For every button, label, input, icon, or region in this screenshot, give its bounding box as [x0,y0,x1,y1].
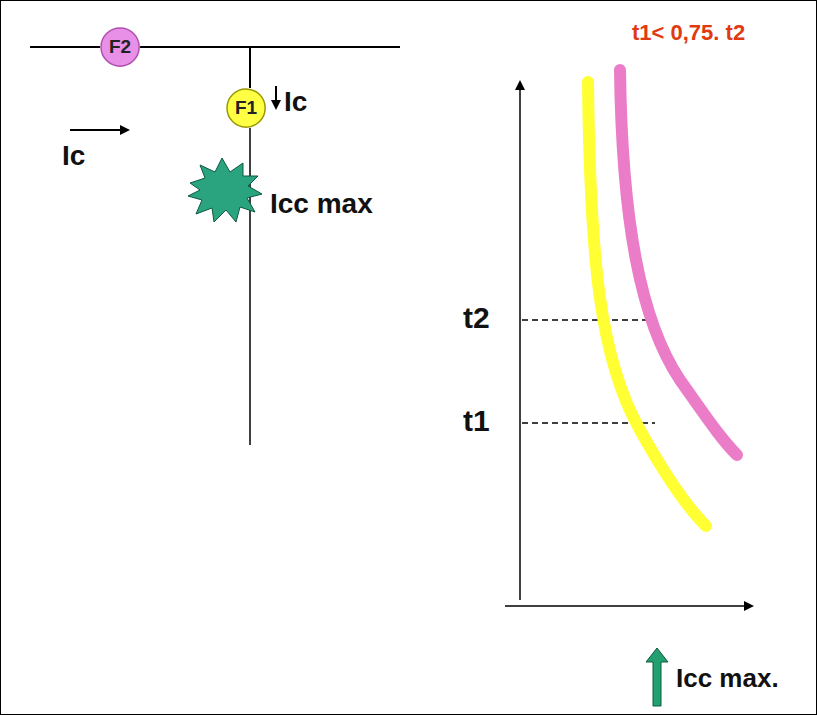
current-arrow [70,129,128,131]
diagram-label: t2 [463,303,490,333]
time-guide [522,319,655,321]
diagram-label: Icc max [270,190,373,218]
diagram-label: t1< 0,75. t2 [632,22,745,44]
fuse-label: F1 [235,97,257,119]
x-axis [505,605,752,607]
diagram-label: Ic [62,142,85,170]
diagram-label: Ic [284,88,307,116]
current-arrow [275,86,277,108]
fuse-label: F2 [109,36,131,58]
fault-star [188,158,262,222]
busbar [250,46,400,48]
fuse-circle: F2 [100,27,140,67]
fuse-circle: F1 [226,88,266,128]
y-axis [519,82,521,600]
icc-arrow [646,648,668,706]
f2-trip-curve [620,70,737,455]
diagram-label: t1 [463,406,490,436]
busbar [30,46,100,48]
diagram-label: Icc max. [676,665,779,691]
busbar-connector [140,47,250,88]
